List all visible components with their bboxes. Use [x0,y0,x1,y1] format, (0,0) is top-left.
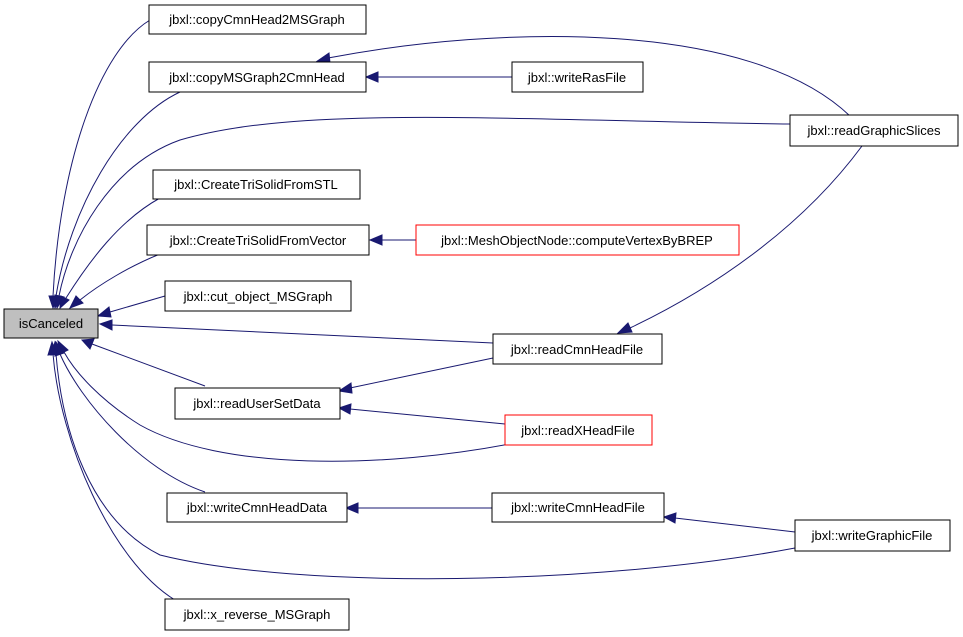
node-writegraphicfile[interactable]: jbxl::writeGraphicFile [794,519,951,552]
node-label: isCanceled [19,316,83,331]
node-label: jbxl::readXHeadFile [520,423,634,438]
edge-writegraphicfile-to-writecmnheadfile [674,517,796,533]
node-writecmnheaddata[interactable]: jbxl::writeCmnHeadData [166,492,348,523]
arrowhead-cutobject [96,306,112,318]
edge-readusersetdata-to-iscanceled [91,343,206,387]
arrowhead-createtrisolidfromvector [68,295,84,309]
node-writerasfile[interactable]: jbxl::writeRasFile [511,61,644,93]
node-label: jbxl::readGraphicSlices [807,123,941,138]
arrowhead-xreverse [47,340,58,356]
arrowhead-readxheadfile-to-readusersetdata [337,403,352,415]
edge-writecmnheaddata-to-iscanceled [59,353,206,493]
edge-copymsgraph2cmnhead-to-iscanceled [55,91,181,297]
edge-readxheadfile-to-iscanceled [63,351,521,462]
node-cutobjectmsgraph[interactable]: jbxl::cut_object_MSGraph [164,280,352,312]
arrowhead-readusersetdata [80,338,95,350]
edge-copycmnhead2msgraph-to-iscanceled [52,19,151,297]
arrowhead-writegraphicfile-to-writecmnheadfile [662,512,677,524]
arrowhead-readcmnheadfile [98,319,113,331]
node-label: jbxl::copyCmnHead2MSGraph [168,12,345,27]
node-createtrisolidfromstl[interactable]: jbxl::CreateTriSolidFromSTL [152,169,361,200]
node-label: jbxl::writeRasFile [527,70,626,85]
node-copymsgraph2cmnhead[interactable]: jbxl::copyMSGraph2CmnHead [148,61,367,93]
edge-readgraphicslices-to-iscanceled [58,116,791,297]
node-label: jbxl::MeshObjectNode::computeVertexByBRE… [440,233,713,248]
arrowhead-createtrisolidfromstl [59,295,70,310]
edge-createtrisolidfromvector-to-iscanceled [79,253,161,301]
arrowheads [47,52,677,524]
arrowhead-writecmnheadfile [344,502,359,514]
edge-readgraphicslices-to-readcmnheadfile [629,145,863,329]
node-label: jbxl::copyMSGraph2CmnHead [168,70,345,85]
node-copycmnhead2msgraph[interactable]: jbxl::copyCmnHead2MSGraph [148,4,367,35]
node-label: jbxl::CreateTriSolidFromVector [169,233,347,248]
node-label: jbxl::writeCmnHeadFile [510,500,645,515]
node-label: jbxl::cut_object_MSGraph [183,289,333,304]
node-label: jbxl::readCmnHeadFile [510,342,643,357]
node-label: jbxl::writeGraphicFile [811,528,933,543]
node-xreversemsgraph[interactable]: jbxl::x_reverse_MSGraph [164,598,350,631]
arrowhead-readcmnheadfile-to-readusersetdata [337,382,353,394]
node-label: jbxl::readUserSetData [192,396,321,411]
edges [52,19,863,601]
node-createtrisolidfromvector[interactable]: jbxl::CreateTriSolidFromVector [146,224,370,256]
edge-createtrisolidfromstl-to-iscanceled [65,197,161,299]
arrowhead-writerasfile [364,71,379,83]
node-readusersetdata[interactable]: jbxl::readUserSetData [174,387,341,420]
node-label: jbxl::writeCmnHeadData [186,500,328,515]
edge-xreverse-to-iscanceled [52,353,176,601]
node-readxheadfile[interactable]: jbxl::readXHeadFile [504,414,653,446]
edge-readcmnheadfile-to-iscanceled [111,324,494,344]
node-computevertexbybrep[interactable]: jbxl::MeshObjectNode::computeVertexByBRE… [415,224,740,256]
edge-readxheadfile-to-readusersetdata [349,408,506,425]
arrowhead-readgraphicslices-to-readcmnheadfile [616,322,633,334]
edge-readgraphicslices-to-copymsgraph2cmnhead [327,36,851,117]
node-label: jbxl::CreateTriSolidFromSTL [173,177,338,192]
node-label: jbxl::x_reverse_MSGraph [183,607,331,622]
node-readcmnheadfile[interactable]: jbxl::readCmnHeadFile [492,333,663,365]
edge-readcmnheadfile-to-readusersetdata [349,357,494,389]
edge-cutobject-to-iscanceled [109,295,166,313]
node-iscanceled[interactable]: isCanceled [3,308,99,339]
edge-writegraphicfile-to-iscanceled [55,353,796,580]
node-writecmnheadfile[interactable]: jbxl::writeCmnHeadFile [491,492,665,523]
arrowhead-computevertex [368,234,383,246]
node-readgraphicslices[interactable]: jbxl::readGraphicSlices [789,114,959,147]
